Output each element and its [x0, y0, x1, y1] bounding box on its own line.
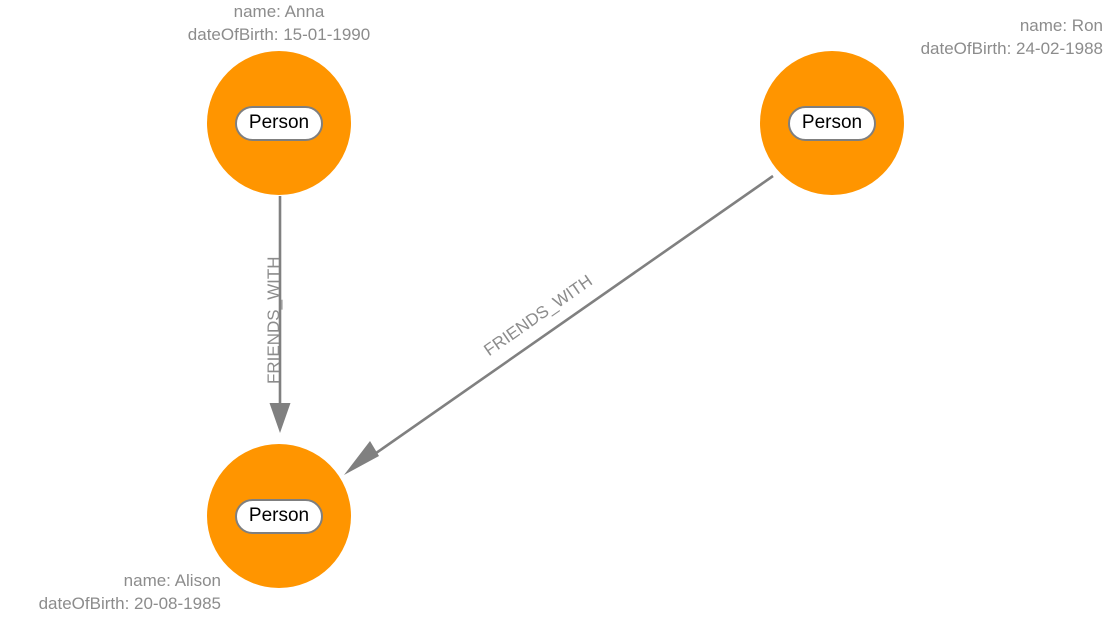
relationship-line — [368, 174, 774, 460]
node-property-dateofbirth: dateOfBirth: 20-08-1985 — [38, 594, 221, 613]
node-property-name: name: Anna — [233, 2, 325, 21]
relationship-anna-alison[interactable] — [269, 196, 291, 433]
relationship-ron-alison[interactable] — [344, 174, 774, 475]
graph-node-person-ron[interactable]: Person — [760, 51, 904, 195]
node-caption-label: Person — [787, 105, 877, 141]
node-properties-ron: name: Ron dateOfBirth: 24-02-1988 — [803, 14, 1103, 60]
node-caption-label: Person — [234, 105, 324, 141]
arrowhead-icon — [344, 441, 379, 475]
node-properties-anna: name: Anna dateOfBirth: 15-01-1990 — [129, 0, 429, 46]
node-properties-alison: name: Alison dateOfBirth: 20-08-1985 — [0, 569, 221, 615]
relationship-label-anna-alison: FRIENDS_WITH — [264, 256, 283, 385]
node-property-name: name: Alison — [123, 571, 221, 590]
node-property-dateofbirth: dateOfBirth: 15-01-1990 — [187, 25, 371, 44]
graph-node-person-alison[interactable]: Person — [207, 444, 351, 588]
node-property-name: name: Ron — [1019, 16, 1103, 35]
arrowhead-icon — [269, 403, 291, 433]
node-property-dateofbirth: dateOfBirth: 24-02-1988 — [920, 39, 1103, 58]
graph-node-person-anna[interactable]: Person — [207, 51, 351, 195]
node-caption-label: Person — [234, 498, 324, 534]
